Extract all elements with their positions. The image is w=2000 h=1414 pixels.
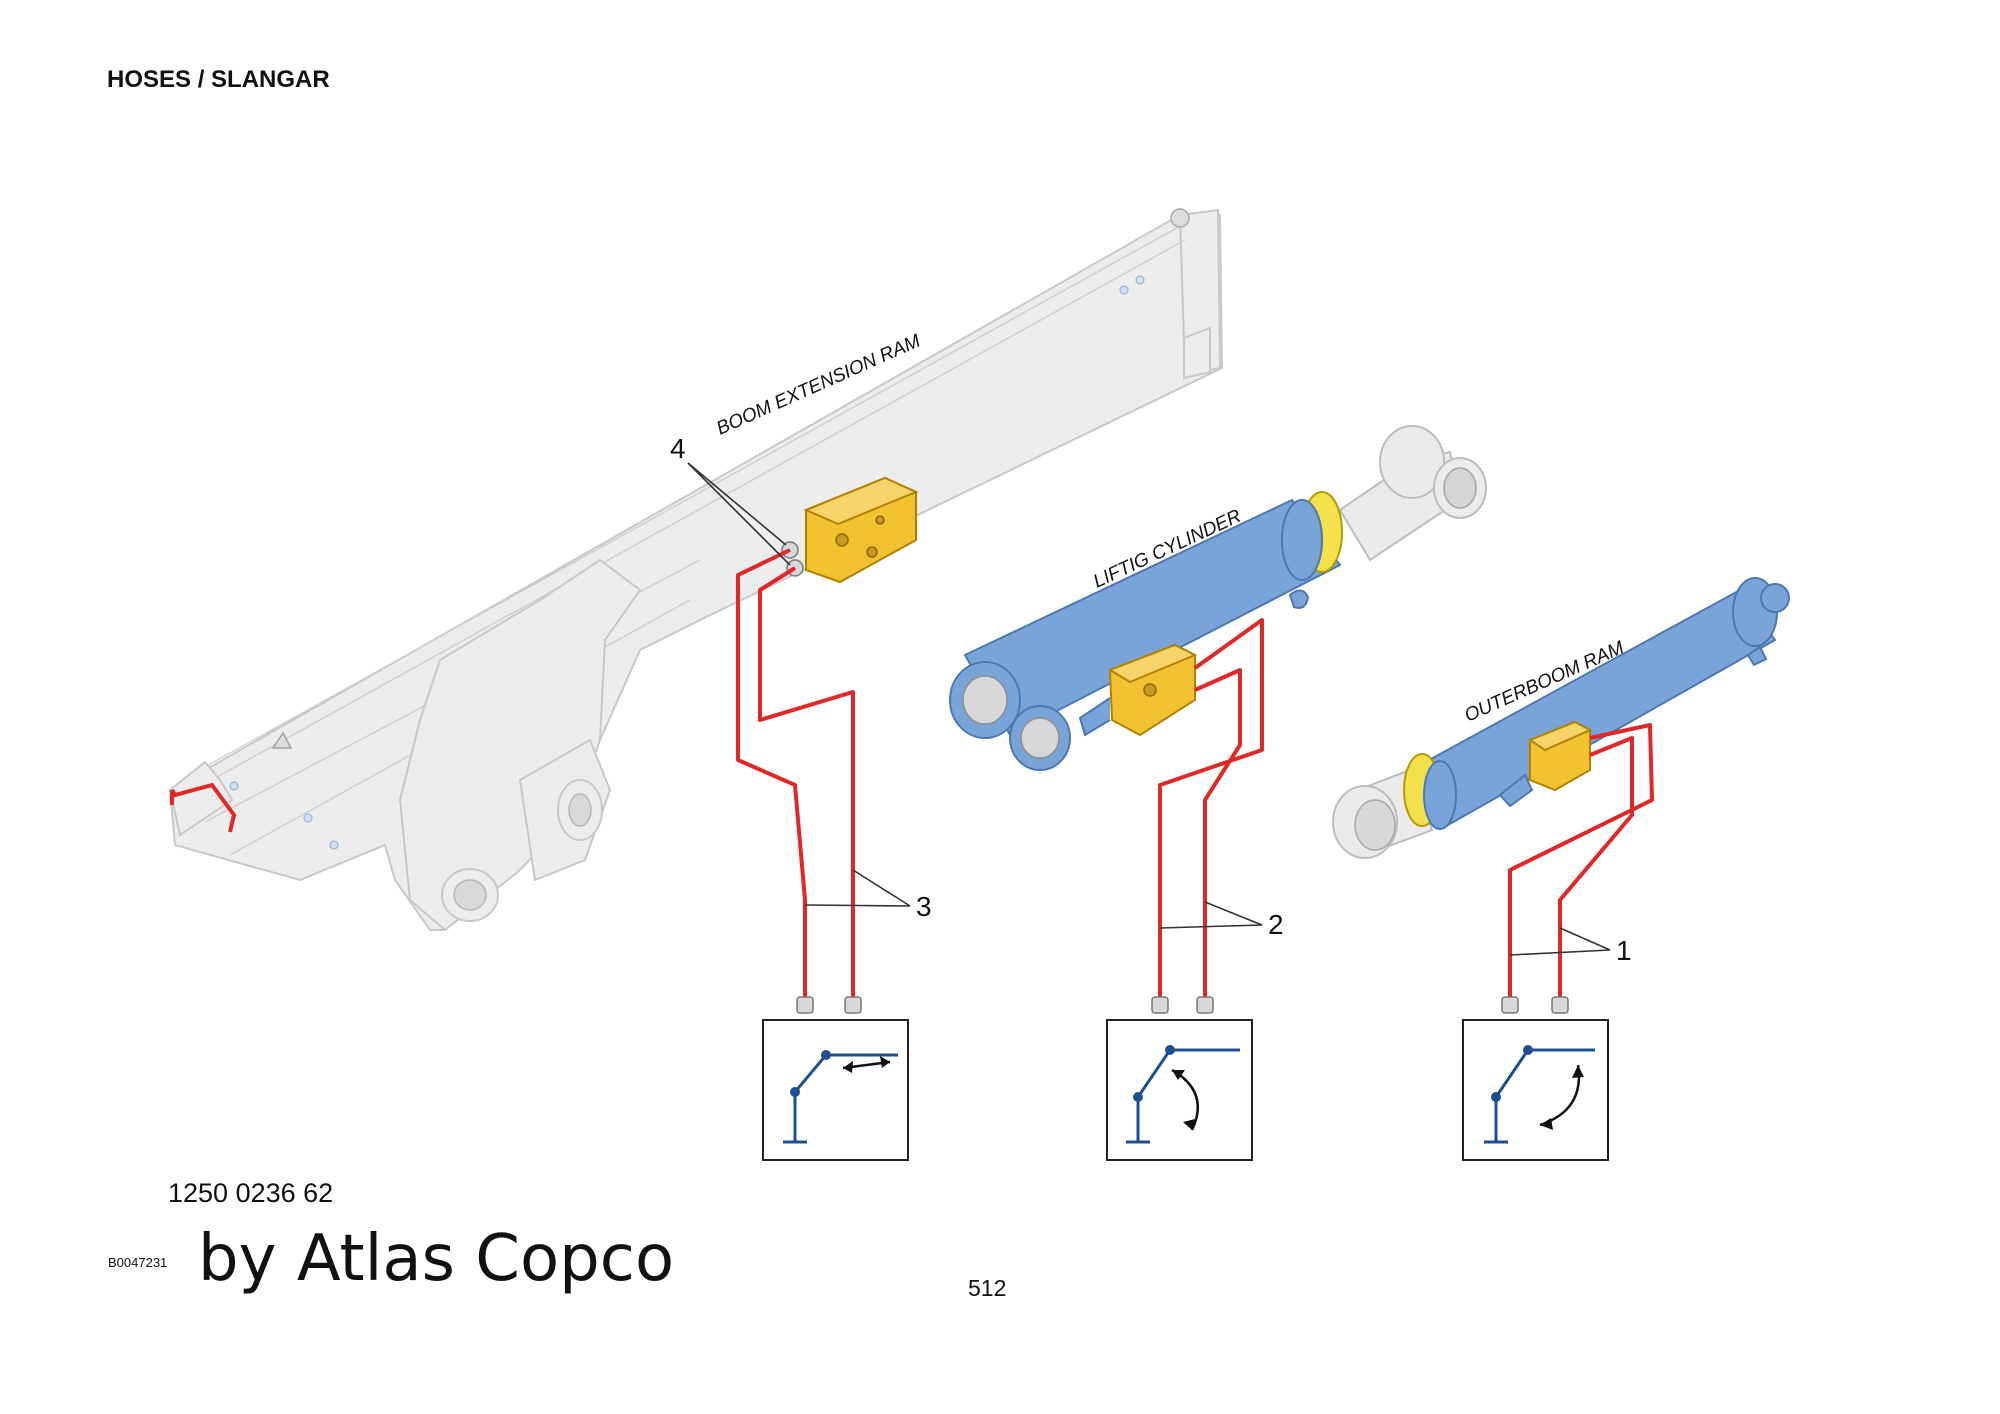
hose-set-1 [1508,723,1654,1000]
outerboom-ram [1332,577,1790,859]
callout-1: 1 [1616,935,1632,966]
callout-2: 2 [1268,909,1284,940]
function-box-outerboom [1462,1019,1609,1161]
boom-body [168,208,1224,932]
callout-3: 3 [916,891,932,922]
function-box-lift [1106,1019,1253,1161]
callout-4: 4 [670,433,686,464]
brand-text: by Atlas Copco [198,1222,675,1296]
hose-end-fittings [796,996,1569,1014]
hose-set-3 [736,548,855,1000]
document-code: B0047231 [108,1255,168,1270]
page-number: 512 [968,1275,1007,1301]
leader-lines [687,462,1611,956]
lifting-cylinder [949,425,1487,771]
hose-set-2 [1158,618,1264,1000]
page-title: HOSES / SLANGAR [107,66,330,93]
function-box-extension [762,1019,909,1161]
part-number: 1250 0236 62 [168,1178,334,1208]
